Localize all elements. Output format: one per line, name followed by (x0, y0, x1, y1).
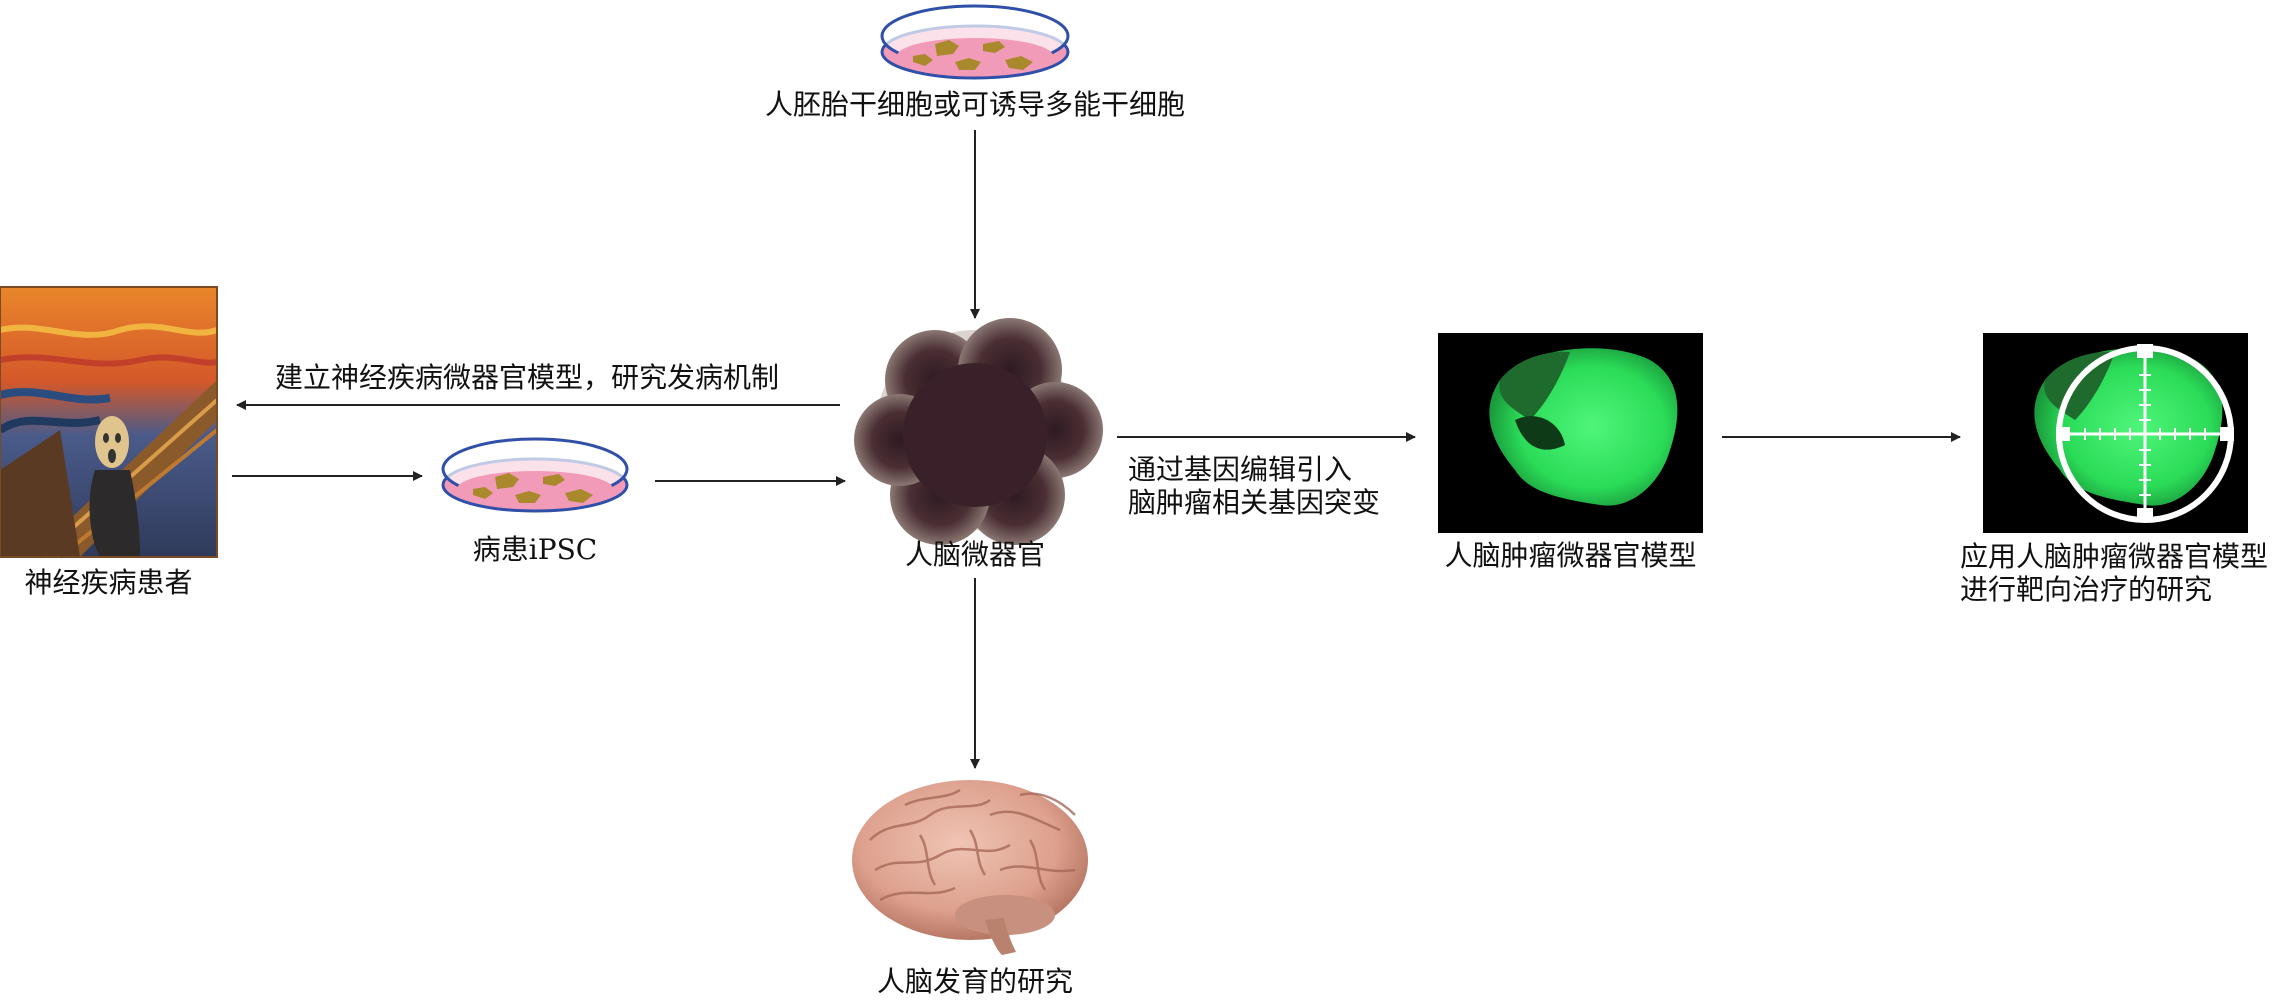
label-targeted-therapy-line1: 应用人脑肿瘤微器官模型 (1960, 540, 2269, 573)
crosshair-icon (2056, 344, 2234, 523)
label-brain-development: 人脑发育的研究 (876, 965, 1073, 998)
human-brain-image (852, 780, 1088, 955)
crosshair-target-image (1983, 333, 2248, 533)
label-patient: 神经疾病患者 (24, 566, 193, 599)
label-disease-model: 建立神经疾病微器官模型，研究发病机制 (275, 361, 780, 394)
scream-painting-image (0, 286, 219, 559)
brain-organoid-image (854, 318, 1103, 545)
patient-dish-icon (441, 437, 629, 513)
label-brain-organoid: 人脑微器官 (904, 538, 1045, 571)
arrows (232, 130, 1961, 769)
label-gene-edit-line2: 脑肿瘤相关基因突变 (1128, 486, 1381, 519)
petri-dish-icon (880, 4, 1070, 80)
label-stem-cells: 人胚胎干细胞或可诱导多能干细胞 (764, 88, 1185, 121)
fluorescent-tumor-image (1438, 333, 1703, 533)
label-tumor-organoid: 人脑肿瘤微器官模型 (1444, 539, 1697, 572)
label-patient-ipsc: 病患iPSC (472, 533, 598, 566)
label-gene-edit-line1: 通过基因编辑引入 (1128, 453, 1353, 486)
label-targeted-therapy-line2: 进行靶向治疗的研究 (1960, 573, 2213, 606)
